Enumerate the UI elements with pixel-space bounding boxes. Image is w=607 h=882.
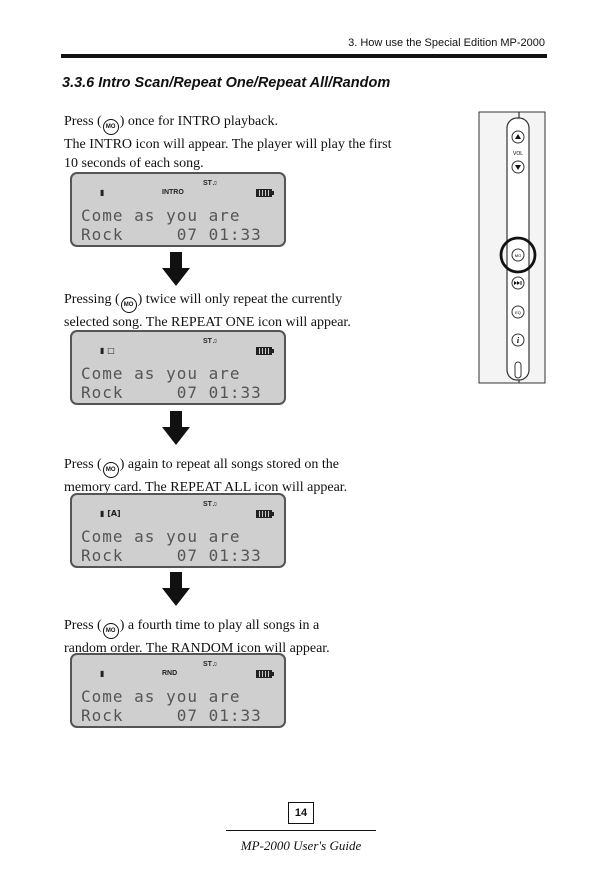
player-side-illustration: VOL MO EQ i (478, 111, 546, 384)
lcd-song-title: Come as you are (81, 527, 241, 546)
step-2-text: Pressing (MO) twice will only repeat the… (64, 292, 351, 330)
lcd-song-title: Come as you are (81, 687, 241, 706)
repeat-all-icon: ▮ [A] (100, 509, 121, 518)
footer-guide-title: MP-2000 User's Guide (240, 838, 362, 853)
stereo-icon: ST♫ (203, 661, 218, 668)
page-number: 14 (288, 802, 314, 824)
footer-divider (226, 830, 376, 831)
lcd-display-repeat-all: ST♫ ▮ [A] Come as you are Rock 07 01:33 (70, 493, 286, 568)
lcd-display-random: ST♫ ▮ RND Come as you are Rock 07 01:33 (70, 653, 286, 728)
random-mode-label: RND (162, 670, 178, 677)
battery-icon (256, 670, 274, 678)
mode-button-icon: MO (102, 119, 119, 135)
svg-text:i: i (517, 336, 520, 345)
stereo-icon: ST♫ (203, 338, 218, 345)
mode-button-icon: MO (102, 462, 119, 478)
header-divider (61, 54, 547, 58)
step-3-text: Press (MO) again to repeat all songs sto… (64, 457, 348, 495)
lcd-display-repeat-one: ST♫ ▮ □ Come as you are Rock 07 01:33 (70, 330, 286, 405)
repeat-one-icon: ▮ □ (100, 346, 115, 355)
battery-icon (256, 510, 274, 518)
mode-button-icon: MO (120, 297, 137, 313)
section-title: 3.3.6 Intro Scan/Repeat One/Repeat All/R… (62, 75, 391, 91)
chapter-header: 3. How use the Special Edition MP-2000 (348, 37, 545, 49)
lcd-genre-track-time: Rock 07 01:33 (81, 706, 262, 725)
stereo-icon: ST♫ (203, 501, 218, 508)
step-4-text: Press (MO) a fourth time to play all son… (64, 618, 330, 656)
highlight-circle (499, 236, 537, 274)
intro-mode-label: INTRO (162, 189, 184, 196)
lcd-genre-track-time: Rock 07 01:33 (81, 383, 262, 402)
lcd-song-title: Come as you are (81, 364, 241, 383)
lcd-display-intro: ST♫ ▮ INTRO Come as you are Rock 07 01:3… (70, 172, 286, 247)
step-1-text: Press (MO) once for INTRO playback. The … (64, 114, 392, 171)
stereo-icon: ST♫ (203, 180, 218, 187)
svg-text:EQ: EQ (515, 310, 521, 315)
mode-button-icon: MO (102, 623, 119, 639)
pause-indicator-icon: ▮ (100, 188, 105, 197)
battery-icon (256, 189, 274, 197)
lcd-genre-track-time: Rock 07 01:33 (81, 225, 262, 244)
lcd-genre-track-time: Rock 07 01:33 (81, 546, 262, 565)
svg-text:MO: MO (515, 253, 521, 258)
battery-icon (256, 347, 274, 355)
vol-label: VOL (513, 151, 523, 157)
down-arrow-icon (162, 572, 190, 606)
down-arrow-icon (162, 252, 190, 286)
down-arrow-icon (162, 411, 190, 445)
pause-indicator-icon: ▮ (100, 669, 105, 678)
lcd-song-title: Come as you are (81, 206, 241, 225)
